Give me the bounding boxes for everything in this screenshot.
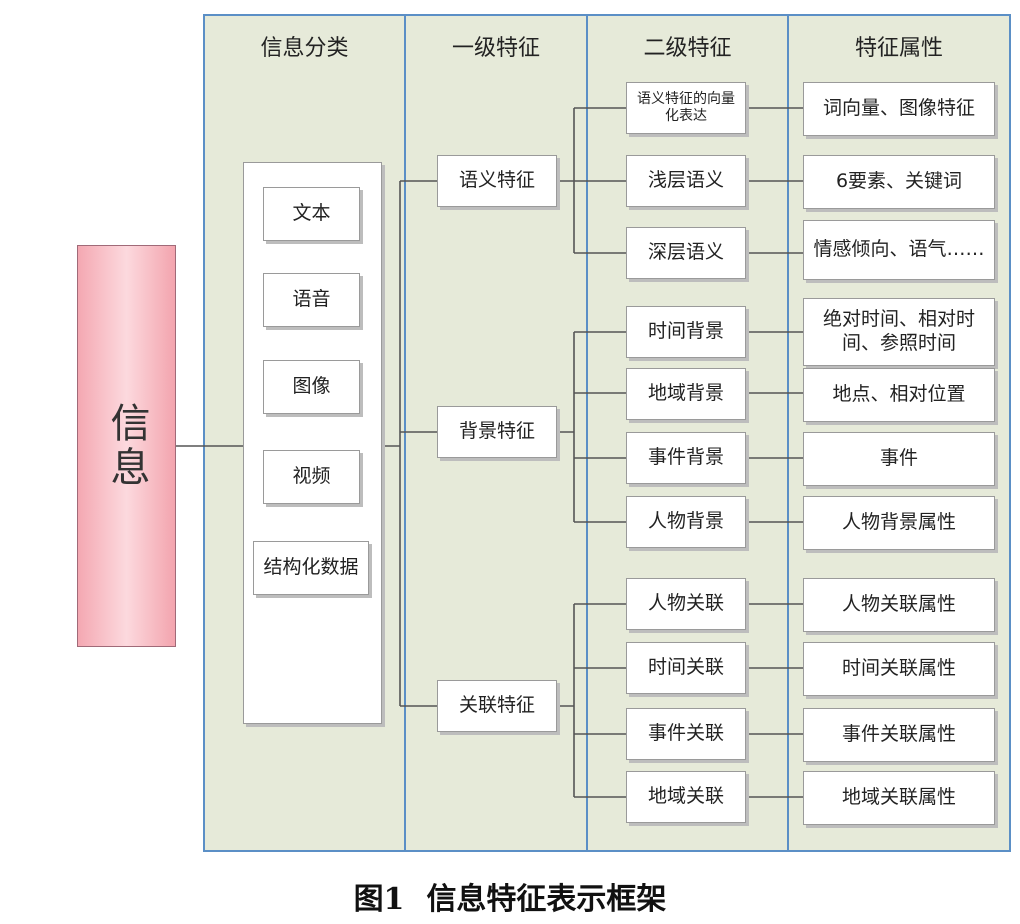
attr-word-vector: 词向量、图像特征 [803,82,995,136]
attr-time: 绝对时间、相对时间、参照时间 [803,298,995,366]
column-header-attributes: 特征属性 [854,36,943,61]
category-structured-data: 结构化数据 [253,541,369,595]
column-header-info-classification: 信息分类 [260,36,349,61]
level2-person-background: 人物背景 [626,496,746,548]
info-root-label: 信息 [103,402,150,490]
level2-person-association: 人物关联 [626,578,746,630]
attr-event: 事件 [803,432,995,486]
category-panel [243,162,382,724]
level2-event-association: 事件关联 [626,708,746,760]
level1-background-feature: 背景特征 [437,406,557,458]
attr-region-association: 地域关联属性 [803,771,995,825]
level2-region-association: 地域关联 [626,771,746,823]
attr-six-elements: 6要素、关键词 [803,155,995,209]
category-speech: 语音 [263,273,360,327]
level2-region-background: 地域背景 [626,368,746,420]
info-root-node: 信息 [77,245,176,647]
category-text: 文本 [263,187,360,241]
attr-person-association: 人物关联属性 [803,578,995,632]
level2-shallow-semantic: 浅层语义 [626,155,746,207]
level2-semantic-vector: 语义特征的向量化表达 [626,82,746,134]
level1-semantic-feature: 语义特征 [437,155,557,207]
figure-title: 信息特征表示框架 [426,882,667,917]
column-header-level2: 二级特征 [643,36,732,61]
attr-person-background: 人物背景属性 [803,496,995,550]
level2-time-background: 时间背景 [626,306,746,358]
figure-caption: 图1 信息特征表示框架 [0,874,1020,918]
column-header-level1: 一级特征 [451,36,540,61]
level1-association-feature: 关联特征 [437,680,557,732]
figure-number: 图1 [353,882,405,917]
level2-deep-semantic: 深层语义 [626,227,746,279]
attr-location: 地点、相对位置 [803,368,995,422]
level2-event-background: 事件背景 [626,432,746,484]
category-image: 图像 [263,360,360,414]
category-video: 视频 [263,450,360,504]
attr-event-association: 事件关联属性 [803,708,995,762]
attr-time-association: 时间关联属性 [803,642,995,696]
attr-sentiment: 情感倾向、语气…… [803,220,995,280]
level2-time-association: 时间关联 [626,642,746,694]
